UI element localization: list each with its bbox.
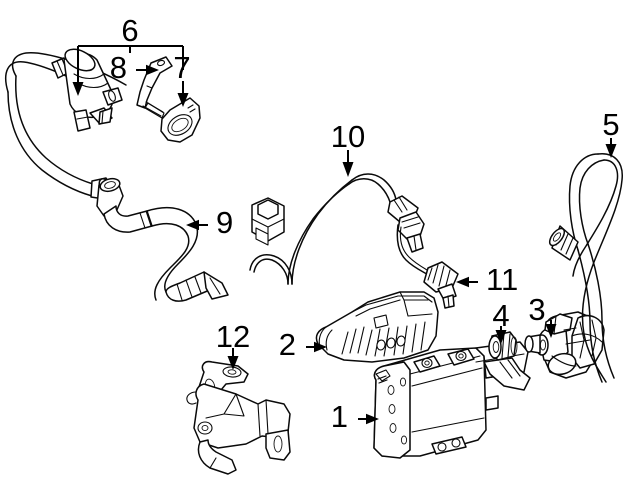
part-oxygen-sensor-downstream bbox=[396, 224, 459, 309]
callout-label-1: 1 bbox=[331, 399, 348, 434]
callout-label-9: 9 bbox=[216, 205, 233, 240]
callout-label-3: 3 bbox=[528, 292, 545, 327]
part-purge-hose bbox=[96, 177, 229, 302]
leader-11 bbox=[456, 276, 478, 288]
leader-4 bbox=[495, 326, 507, 344]
part-purge-valve-assembly bbox=[4, 48, 127, 200]
callout-label-5: 5 bbox=[602, 107, 619, 142]
part-vent-hose bbox=[548, 153, 623, 383]
part-canister-mounting-bracket bbox=[186, 360, 291, 475]
leader-5 bbox=[605, 138, 617, 158]
leader-8 bbox=[136, 64, 159, 76]
part-oxygen-sensor-upstream bbox=[249, 173, 425, 285]
leader-9 bbox=[186, 219, 208, 231]
part-canister-cover-shield bbox=[315, 291, 439, 363]
callout-label-11: 11 bbox=[486, 262, 518, 297]
part-valve-grommet-holder bbox=[160, 97, 201, 143]
callout-label-12: 12 bbox=[216, 319, 250, 354]
callout-label-4: 4 bbox=[492, 298, 509, 333]
leader-10 bbox=[342, 150, 354, 177]
leader-3 bbox=[545, 320, 557, 338]
callout-label-10: 10 bbox=[331, 119, 365, 154]
callout-label-8: 8 bbox=[110, 50, 127, 85]
part-mounting-bracket-small bbox=[136, 56, 173, 119]
leader-12 bbox=[227, 348, 239, 370]
callout-label-7: 7 bbox=[173, 50, 190, 85]
leader-1 bbox=[358, 413, 379, 425]
sensor-connector-10 bbox=[251, 197, 285, 246]
callout-label-2: 2 bbox=[279, 327, 296, 362]
leader-7 bbox=[177, 81, 189, 107]
part-leak-detection-pump bbox=[524, 311, 605, 379]
part-grommet-seal bbox=[488, 331, 518, 361]
callout-label-6: 6 bbox=[121, 13, 138, 48]
leader-2 bbox=[306, 341, 327, 353]
leader-6 bbox=[72, 45, 184, 96]
